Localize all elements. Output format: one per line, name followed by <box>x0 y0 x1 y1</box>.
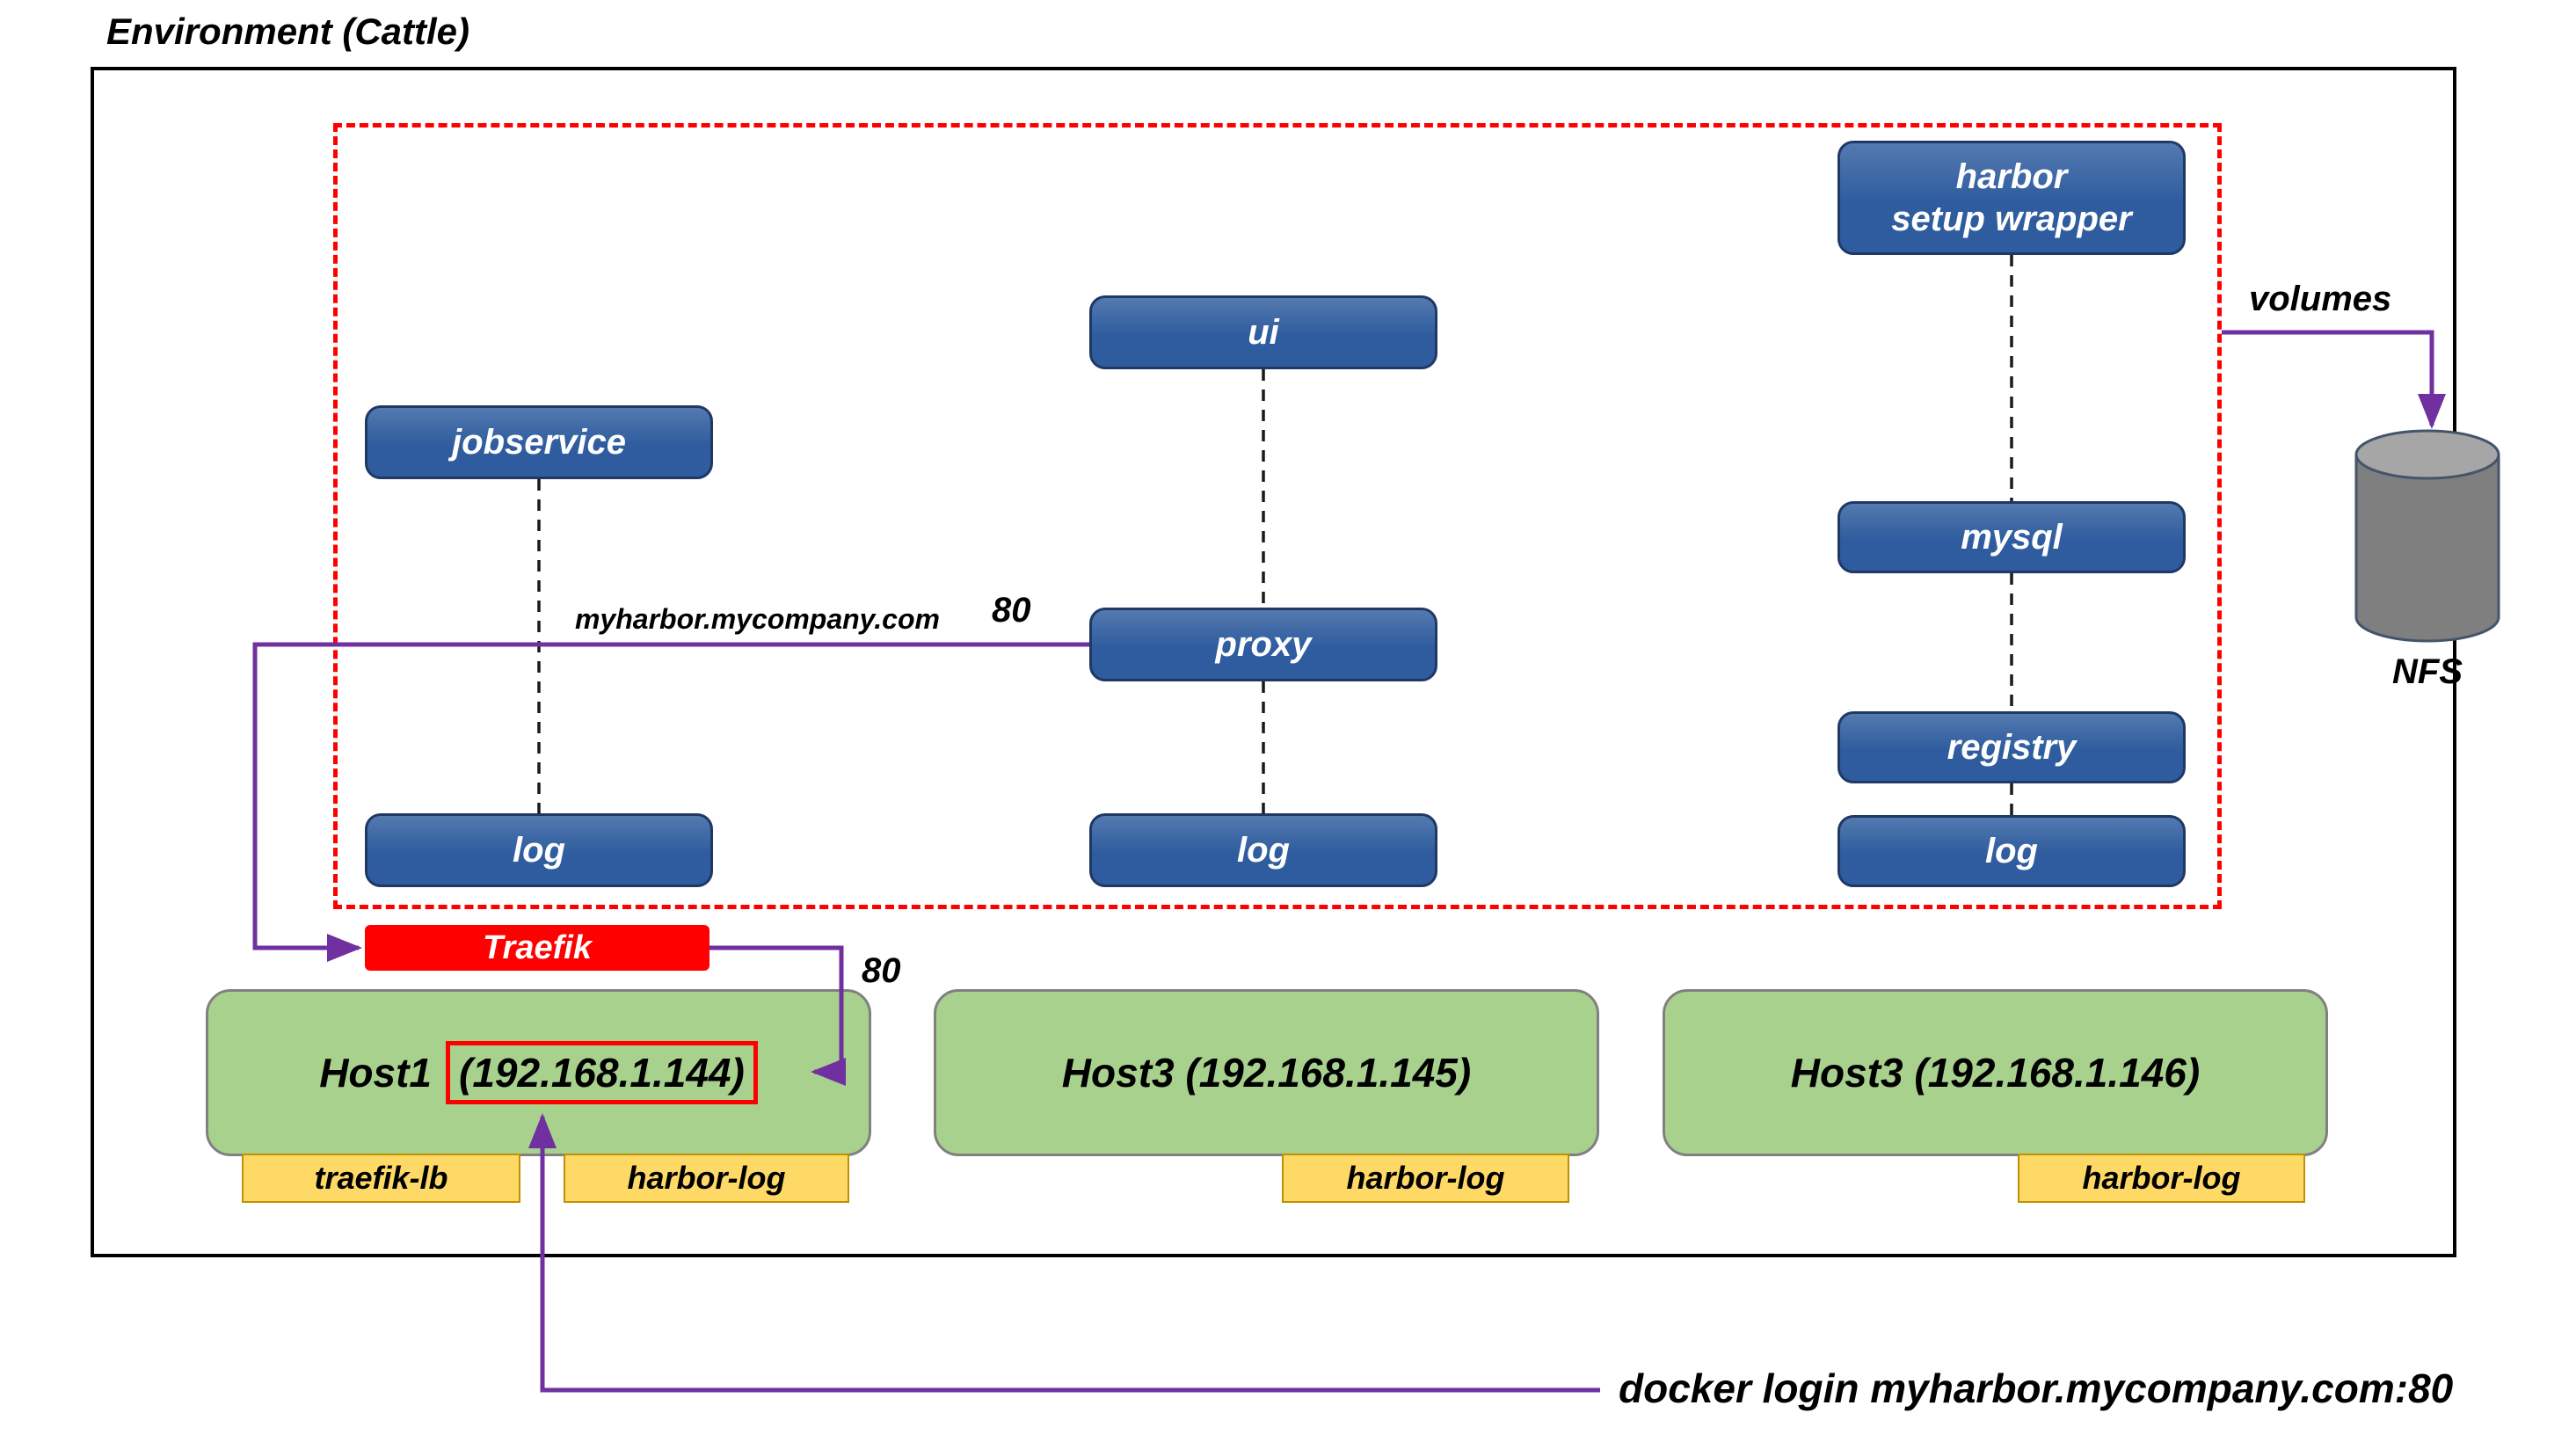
container-label-traefik-lb: traefik-lb <box>242 1154 520 1203</box>
container-label-harbor-log-2: harbor-log <box>1282 1154 1569 1203</box>
service-box-proxy: proxy <box>1089 608 1437 681</box>
service-label-line1: harbor <box>1955 157 2068 196</box>
service-label-line2: setup wrapper <box>1891 200 2132 238</box>
proxy-port-label: 80 <box>992 591 1031 630</box>
container-label-text: harbor-log <box>1346 1160 1505 1196</box>
docker-login-label: docker login myharbor.mycompany.com:80 <box>1619 1365 2454 1411</box>
container-label-text: traefik-lb <box>314 1160 448 1196</box>
service-label: registry <box>1947 728 2077 767</box>
traefik-port-label: 80 <box>862 951 901 990</box>
container-label-harbor-log-1: harbor-log <box>564 1154 849 1203</box>
harbor-stack-boundary <box>333 123 2222 909</box>
service-box-mysql: mysql <box>1837 501 2186 573</box>
traefik-box: Traefik <box>365 925 709 971</box>
nfs-label: NFS <box>2392 652 2463 691</box>
host1-box: Host1 (192.168.1.144) <box>206 989 871 1156</box>
service-label: proxy <box>1215 625 1312 664</box>
service-box-log-left: log <box>365 813 713 887</box>
service-label: log <box>513 831 565 870</box>
host3-label: Host3 (192.168.1.146) <box>1790 1050 2201 1096</box>
service-box-jobservice: jobservice <box>365 405 713 479</box>
service-label: log <box>1237 831 1290 870</box>
service-box-log-right: log <box>1837 815 2186 887</box>
container-label-harbor-log-3: harbor-log <box>2018 1154 2305 1203</box>
container-label-text: harbor-log <box>627 1160 786 1196</box>
container-label-text: harbor-log <box>2082 1160 2241 1196</box>
host1-name: Host1 <box>319 1050 432 1096</box>
service-box-harbor-setup-wrapper: harbor setup wrapper <box>1837 141 2186 255</box>
service-box-ui: ui <box>1089 295 1437 369</box>
host1-ip-highlight: (192.168.1.144) <box>446 1041 758 1104</box>
host2-label: Host3 (192.168.1.145) <box>1061 1050 1472 1096</box>
volumes-label: volumes <box>2249 280 2392 318</box>
service-label: ui <box>1248 313 1279 352</box>
service-label: log <box>1985 832 2038 870</box>
service-label: mysql <box>1961 518 2063 557</box>
environment-title: Environment (Cattle) <box>106 11 470 52</box>
service-box-registry: registry <box>1837 711 2186 783</box>
traefik-label: Traefik <box>483 928 592 966</box>
proxy-domain-label: myharbor.mycompany.com <box>575 603 940 635</box>
service-label: jobservice <box>452 423 626 462</box>
service-box-log-middle: log <box>1089 813 1437 887</box>
host2-box: Host3 (192.168.1.145) <box>934 989 1599 1156</box>
host3-box: Host3 (192.168.1.146) <box>1663 989 2328 1156</box>
